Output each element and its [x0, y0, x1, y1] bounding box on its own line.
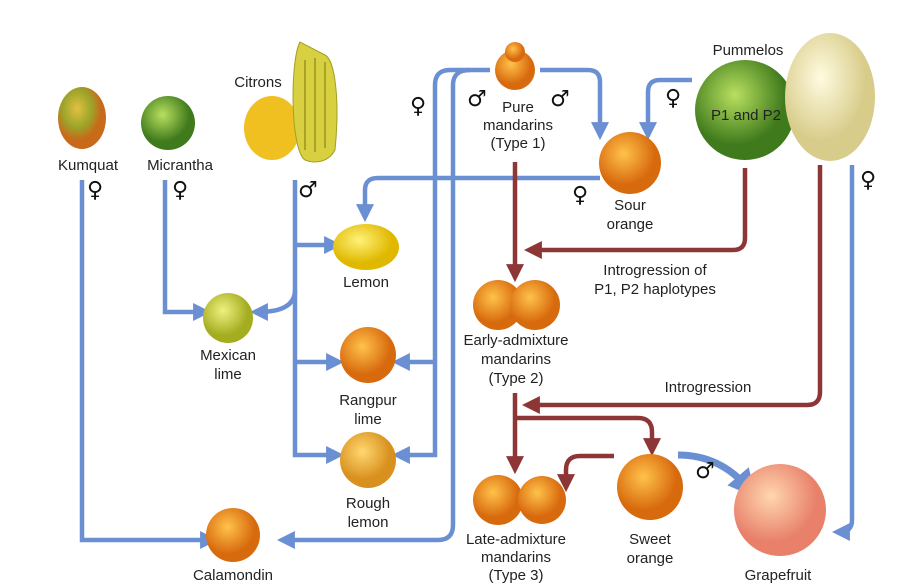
- arrow-kumquat-calamondin: [79, 180, 219, 549]
- label-grapefruit: Grapefruit: [745, 567, 813, 584]
- label-rangpur-2: lime: [354, 411, 382, 428]
- citron-fruit: [244, 41, 338, 163]
- arrow-citron-mexican-lime: [249, 289, 298, 321]
- label-rough-lemon-2: lemon: [348, 514, 389, 531]
- label-sour-orange-2: orange: [607, 216, 654, 233]
- label-sweet-orange-1: Sweet: [629, 531, 672, 548]
- arrow-sweet-orange-grapefruit: [677, 451, 757, 498]
- male-symbol-mandarin-right: ♂: [550, 87, 570, 112]
- pummelo-p2-fruit: [785, 33, 875, 161]
- sour-orange-fruit: [599, 132, 661, 194]
- kumquat-fruit: [58, 87, 106, 149]
- female-symbol-sour-orange: ♀: [572, 183, 588, 208]
- arrow-citron-rough-lemon: [292, 180, 345, 464]
- label-late-1: Late-admixture: [466, 531, 566, 548]
- label-rough-lemon-1: Rough: [346, 495, 390, 512]
- arrow-mandarin-sour-orange: [540, 67, 609, 141]
- grapefruit-fruit: [734, 464, 826, 556]
- late-admixture-fruit: [473, 475, 566, 525]
- female-symbol-kumquat: ♀: [87, 178, 103, 203]
- label-late-3: (Type 3): [488, 567, 543, 584]
- arrow-pummelo-sour-orange: [639, 77, 692, 141]
- micrantha-fruit: [141, 96, 195, 150]
- label-p1-p2: P1 and P2: [711, 107, 781, 124]
- rangpur-lime-fruit: [340, 327, 396, 383]
- arrow-micrantha-mexican-lime: [162, 180, 212, 321]
- calamondin-fruit: [206, 508, 260, 562]
- label-pure-mandarins-2: mandarins: [483, 117, 553, 134]
- pummelo-p1-fruit: [695, 60, 795, 160]
- label-introgression: Introgression: [665, 379, 752, 396]
- female-symbol-pummelo: ♀: [665, 86, 681, 111]
- label-lemon: Lemon: [343, 274, 389, 291]
- male-symbol-citron: ♂: [298, 178, 318, 203]
- female-symbol-micrantha: ♀: [172, 178, 188, 203]
- label-introgression-p1p2-1: Introgression of: [603, 262, 707, 279]
- pure-mandarin-fruit: [495, 42, 535, 90]
- sweet-orange-fruit: [617, 454, 683, 520]
- introgression-arrows: [506, 162, 823, 493]
- arrow-pummelo-grapefruit: [831, 165, 855, 541]
- label-rangpur-1: Rangpur: [339, 392, 397, 409]
- male-symbol-sweet-orange: ♂: [695, 459, 715, 484]
- female-symbol-mandarin: ♀: [410, 94, 426, 119]
- label-early-1: Early-admixture: [463, 332, 568, 349]
- arrow-pummelo-introgression: [521, 165, 823, 414]
- label-early-3: (Type 2): [488, 370, 543, 387]
- label-micrantha: Micrantha: [147, 157, 214, 174]
- label-mexican-lime-2: lime: [214, 366, 242, 383]
- arrow-p1p2-introgression: [523, 168, 748, 259]
- male-symbol-mandarin-left: ♂: [467, 87, 487, 112]
- lemon-fruit: [333, 224, 399, 270]
- label-pure-mandarins-1: Pure: [502, 99, 534, 116]
- early-admixture-fruit: [473, 280, 560, 330]
- label-sour-orange-1: Sour: [614, 197, 646, 214]
- rough-lemon-fruit: [340, 432, 396, 488]
- label-early-2: mandarins: [481, 351, 551, 368]
- label-late-2: mandarins: [481, 549, 551, 566]
- label-kumquat: Kumquat: [58, 157, 119, 174]
- female-symbol-pummelo-right: ♀: [860, 168, 876, 193]
- arrow-sour-orange-lemon: [356, 175, 600, 223]
- arrow-early-sweet-orange: [515, 415, 661, 457]
- label-mexican-lime-1: Mexican: [200, 347, 256, 364]
- label-pummelos: Pummelos: [713, 42, 784, 59]
- mexican-lime-fruit: [203, 293, 253, 343]
- label-sweet-orange-2: orange: [627, 550, 674, 567]
- maternal-arrows: [79, 67, 855, 549]
- arrow-sweet-orange-late-admixture: [557, 453, 614, 493]
- label-pure-mandarins-3: (Type 1): [490, 135, 545, 152]
- label-citrons: Citrons: [234, 74, 282, 91]
- label-calamondin: Calamondin: [193, 567, 273, 584]
- arrow-mandarin-calamondin: [276, 67, 471, 549]
- arrow-mandarin-rough-lemon: [391, 67, 490, 464]
- label-introgression-p1p2-2: P1, P2 haplotypes: [594, 281, 716, 298]
